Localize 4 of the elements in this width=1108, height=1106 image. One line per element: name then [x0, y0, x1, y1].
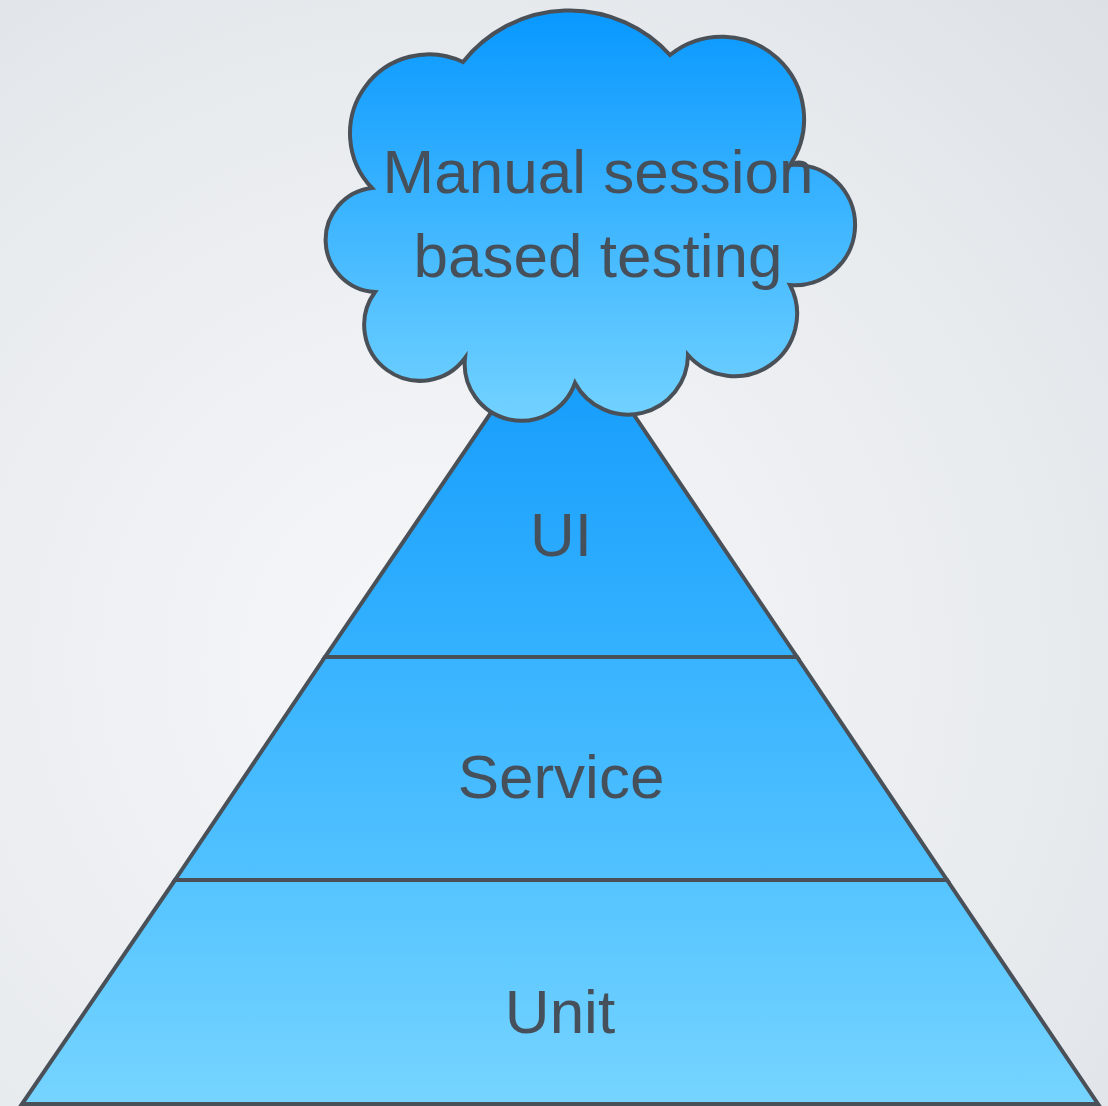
- tier-label: Unit: [503, 976, 617, 1048]
- tier-label: Service: [456, 741, 666, 813]
- tier-label: UI: [529, 499, 593, 571]
- cloud-label: Manual session based testing: [381, 136, 815, 292]
